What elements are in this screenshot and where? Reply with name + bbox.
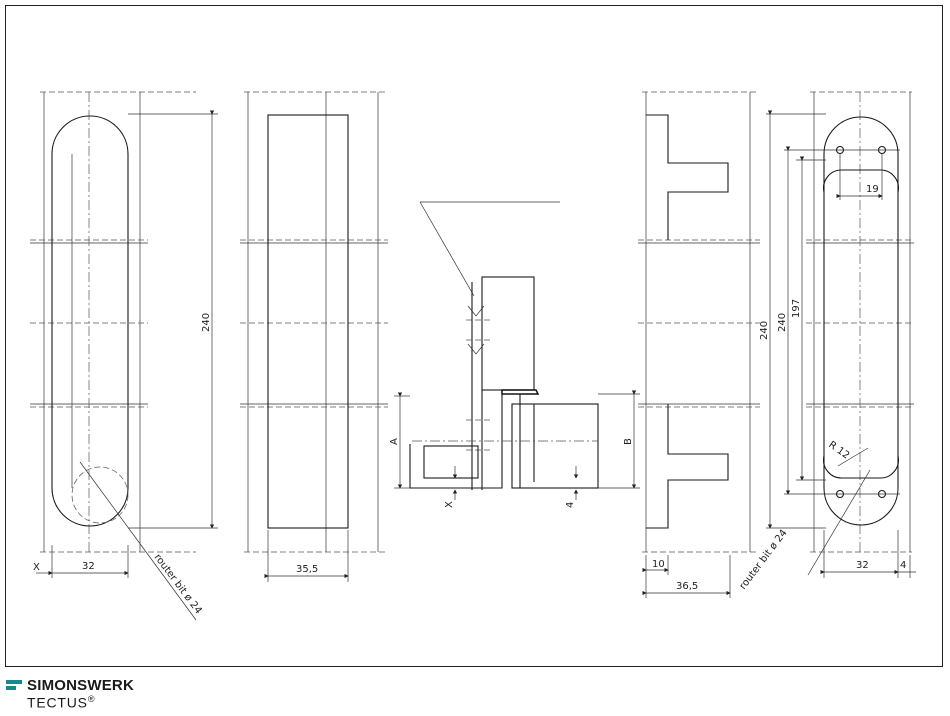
dim-19: 19 (866, 184, 879, 195)
dim-32-right: 32 (856, 560, 869, 571)
dim-36-5: 36,5 (676, 581, 698, 592)
dim-4-right: 4 (900, 560, 906, 571)
simonswerk-logo-mark (6, 680, 22, 692)
registered-mark: ® (88, 694, 95, 704)
view-side-left (240, 92, 388, 582)
view-front-right (766, 92, 916, 578)
brand-name: SIMONSWERK (27, 677, 134, 694)
dim-a: A (389, 438, 400, 445)
dim-240-right: 240 (759, 321, 770, 340)
dim-197: 197 (791, 299, 802, 318)
dim-router-bit-left: router bit ø 24 (152, 552, 204, 616)
view-section-center (394, 202, 640, 500)
dim-x-center: X (444, 501, 455, 508)
dimension-labels: X 32 240 router bit ø 24 35,5 A B X 4 10… (33, 184, 906, 616)
dim-240-left: 240 (201, 313, 212, 332)
dim-35-5: 35,5 (296, 564, 318, 575)
dim-240-right-inner: 240 (777, 313, 788, 332)
product-label: TECTUS (27, 695, 88, 711)
dim-x-left: X (33, 562, 40, 573)
dim-10: 10 (652, 559, 665, 570)
view-front-left (30, 92, 218, 620)
dim-32-left: 32 (82, 561, 95, 572)
dim-b: B (623, 438, 634, 445)
dim-r12: R 12 (826, 439, 851, 461)
dim-router-bit-right: router bit ø 24 (738, 528, 790, 592)
brand-logo: SIMONSWERK TECTUS® (6, 677, 134, 711)
dim-4-center: 4 (565, 502, 576, 508)
view-side-right (638, 92, 760, 598)
product-name: TECTUS® (27, 694, 134, 711)
